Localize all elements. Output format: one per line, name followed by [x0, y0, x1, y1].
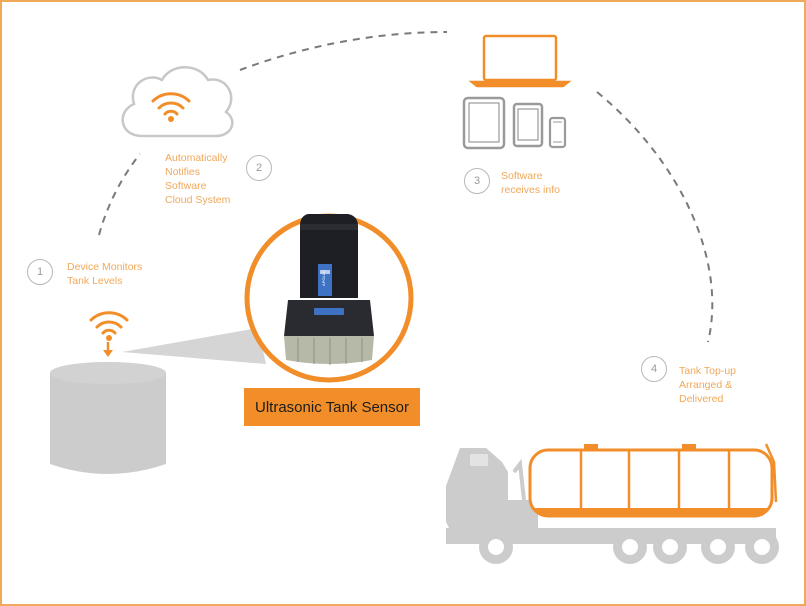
- step-1-label: Device Monitors Tank Levels: [67, 261, 143, 287]
- step-4-label: Tank Top-up Arranged & Delivered: [679, 365, 737, 405]
- cloud-icon: [121, 66, 234, 138]
- cycle-dashed-path: [98, 31, 714, 343]
- sensor-callout-wedge: [122, 328, 266, 364]
- step-4-badge: 4: [641, 356, 667, 382]
- step-1-badge: 1: [27, 259, 53, 285]
- step-3-label: Software receives info: [501, 170, 560, 196]
- tanker-tank-body: [528, 443, 778, 518]
- tanker-truck-icon: [446, 448, 779, 564]
- step-2-badge: 2: [246, 155, 272, 181]
- step-2-label: Automatically Notifies Software Cloud Sy…: [165, 152, 231, 206]
- laptop-icon: [468, 34, 572, 88]
- tank-wifi-icon: [89, 311, 129, 335]
- storage-tank-icon: [50, 362, 166, 474]
- phone-icon: [548, 116, 567, 149]
- small-tablet-icon: [512, 102, 544, 148]
- ultrasonic-sensor-image: [284, 214, 374, 365]
- step-3-badge: 3: [464, 168, 490, 194]
- tablet-icon: [462, 96, 506, 150]
- sensor-brand-label: APOLLO: [321, 270, 326, 286]
- sensor-caption: Ultrasonic Tank Sensor: [244, 388, 420, 426]
- cloud-wifi-icon: [151, 92, 191, 116]
